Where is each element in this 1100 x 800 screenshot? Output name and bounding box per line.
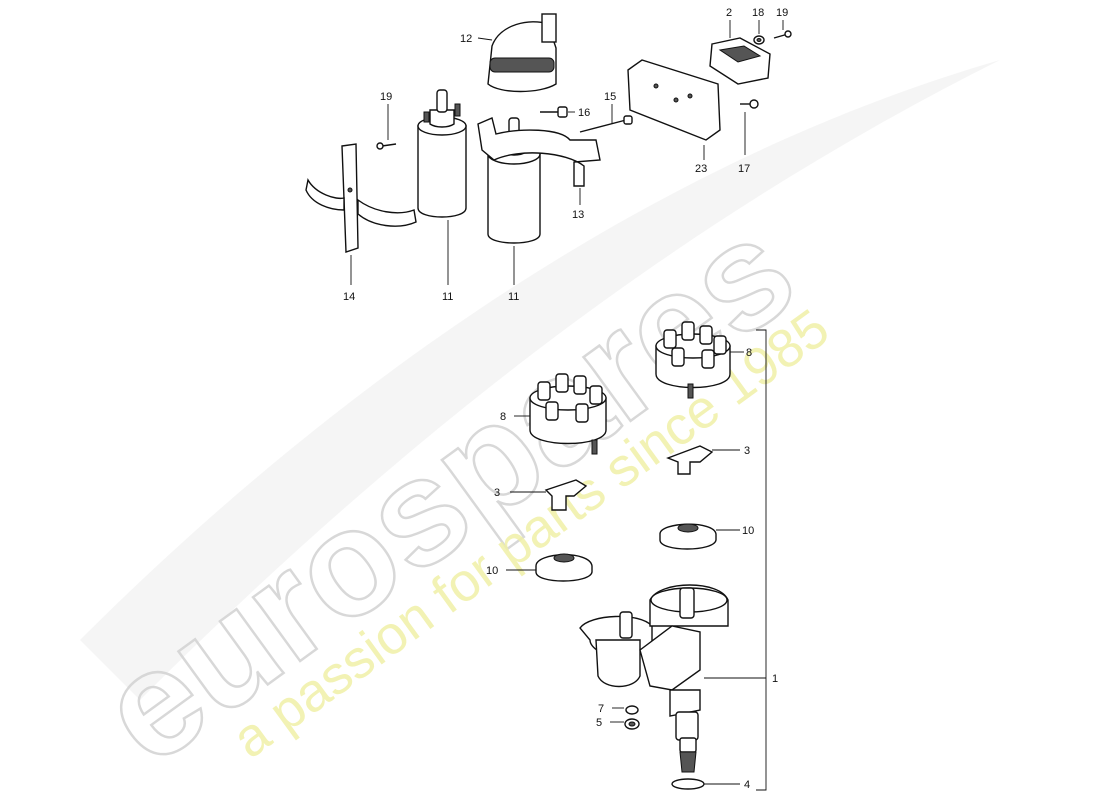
watermark-swoosh [80,60,1000,700]
leader-12 [477,37,493,41]
screw-16-part [540,106,568,118]
dust-shield-right-part [659,523,717,550]
distributor-body-part [579,584,729,773]
o-ring-4-part [671,778,705,790]
callout-11-left: 11 [442,291,453,303]
screw-19-top-part [773,20,792,39]
callout-23: 23 [695,163,707,175]
bolt-15-part [579,115,633,133]
rotor-left-part [544,479,588,511]
watermark-brand: eurospares [70,185,823,796]
control-unit-part [709,20,771,85]
callout-10-right: 10 [742,525,754,537]
ignition-coil-left-part [417,89,467,218]
washer-5-part [624,718,640,730]
callout-14: 14 [343,291,355,303]
callout-11-right: 11 [508,291,519,303]
callout-13: 13 [572,209,584,221]
callout-2: 2 [726,7,732,19]
callout-17: 17 [738,163,750,175]
screw-19-left-part [376,142,397,150]
callout-10-left: 10 [486,565,498,577]
callout-7: 7 [598,703,604,715]
callout-8-left: 8 [500,411,506,423]
callout-1: 1 [772,673,778,685]
distributor-cap-left-part [529,373,607,455]
screw-17-part [740,99,759,109]
callout-16: 16 [578,107,590,119]
callout-19-left: 19 [380,91,392,103]
mounting-plate-part [627,59,721,141]
coil-boot-part [487,13,557,93]
callout-19-top: 19 [776,7,788,19]
callout-18: 18 [752,7,764,19]
callout-5: 5 [596,717,602,729]
assembly-bracket [756,329,767,791]
callout-4: 4 [744,779,750,791]
coil-bracket-part [305,143,417,253]
distributor-cap-right-part [655,321,731,399]
callout-15: 15 [604,91,616,103]
nut-7-part [625,705,639,715]
callout-8-right: 8 [746,347,752,359]
dust-shield-left-part [535,553,593,582]
callout-12: 12 [460,33,472,45]
coil-clamp-part [477,117,601,187]
washer-18-part [753,20,765,45]
rotor-right-part [666,445,714,475]
callout-3-left: 3 [494,487,500,499]
callout-3-right: 3 [744,445,750,457]
